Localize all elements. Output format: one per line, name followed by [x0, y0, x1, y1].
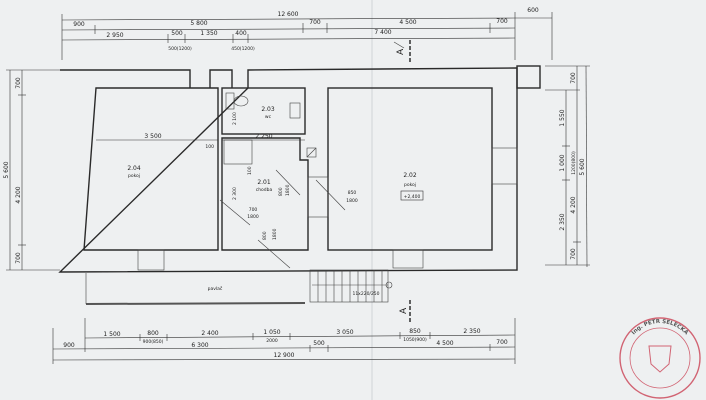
dim: 7 400 — [374, 29, 391, 36]
vent-icon — [306, 147, 317, 158]
room-2-04 — [83, 87, 219, 251]
stairs: 11x220/250 — [309, 269, 393, 303]
dim: 2 350 — [463, 328, 480, 335]
dim: 800 — [262, 231, 268, 240]
dim: 2 950 — [106, 32, 123, 39]
dim: 4 500 — [399, 19, 416, 26]
dim: 700 — [570, 248, 577, 260]
dim-top-overall: 12 600 — [278, 11, 299, 18]
dim: 500 — [313, 340, 325, 347]
official-stamp: Ing. PETR SELECKÁ — [619, 317, 701, 399]
shower — [223, 139, 253, 165]
dim-note: 900(850) — [143, 339, 164, 345]
section-mark-bottom: A — [399, 300, 411, 322]
dim: 1800 — [247, 214, 259, 220]
dim: 400 — [235, 30, 247, 37]
window — [491, 147, 518, 185]
dim: 4 200 — [15, 186, 22, 203]
room-name: wc — [265, 115, 272, 120]
coat-of-arms-icon — [648, 345, 672, 373]
building — [58, 65, 541, 273]
dim: 850 — [348, 190, 357, 196]
dim: 700 — [309, 19, 321, 26]
dim: 5 800 — [190, 20, 207, 27]
dim: 2 300 — [232, 187, 238, 200]
dim: 2 400 — [201, 330, 218, 337]
dim: 100 — [205, 144, 214, 150]
dim: 1800 — [272, 228, 278, 240]
dim: 4 200 — [570, 196, 577, 213]
room-name: chodba — [256, 187, 273, 193]
section-mark-top: A — [393, 40, 411, 64]
dim: 850 — [409, 328, 421, 335]
dim: 1 350 — [200, 30, 217, 37]
dim-right-overall: 5 600 — [579, 158, 586, 175]
dim: 4 500 — [436, 340, 453, 347]
left-dimensions: 5 600 700 4 200 700 — [3, 69, 60, 271]
room-number: 2.04 — [127, 165, 141, 172]
dim: 1 000 — [559, 154, 566, 171]
room-2-03 — [221, 87, 306, 135]
dim: 1800 — [285, 184, 291, 196]
dim: 2 250 — [255, 133, 272, 140]
dim-top-right: 600 — [527, 7, 539, 14]
sink-icon — [289, 102, 301, 119]
dim: 100 — [247, 166, 253, 175]
dim: 500 — [171, 30, 183, 37]
top-dimensions: 12 600 600 900 5 800 700 4 500 700 2 950… — [61, 7, 553, 60]
dim: 2 100 — [232, 112, 238, 125]
stairs-label: 11x220/250 — [352, 291, 379, 297]
room-number: 2.01 — [257, 179, 271, 186]
dim-note: 1050(900) — [403, 337, 427, 343]
dim: 1 050 — [263, 329, 280, 336]
toilet-icon — [225, 92, 235, 110]
dim-bottom-overall: 12 900 — [274, 352, 295, 359]
dim: 2 350 — [559, 213, 566, 230]
dim-note: 2000 — [266, 338, 278, 344]
dim: 800 — [278, 187, 284, 196]
dim: 800 — [147, 330, 159, 337]
section-label: A — [396, 48, 406, 55]
gallery-label: pavlač — [208, 285, 223, 292]
chimney — [516, 65, 541, 89]
dim: 3 500 — [144, 133, 161, 140]
dim-note: 1200(800) — [571, 151, 577, 175]
bottom-dimensions: 1 500 800 2 400 1 050 3 050 850 2 350 90… — [52, 318, 516, 364]
window — [392, 249, 424, 269]
dim: 700 — [15, 77, 22, 89]
level-box — [400, 190, 424, 201]
dim: 900 — [73, 21, 85, 28]
section-label: A — [399, 307, 409, 314]
right-dimensions: 700 1 550 1 000 2 350 700 1200(800) 4 20… — [545, 65, 590, 268]
dim: 700 — [496, 339, 508, 346]
dim-left-overall: 5 600 — [3, 161, 10, 178]
window — [137, 249, 165, 271]
dim: 1800 — [346, 198, 358, 204]
dim: 900 — [63, 342, 75, 349]
gallery: pavlač — [85, 273, 306, 305]
room-number: 2.02 — [403, 172, 417, 179]
room-name: pokoj — [128, 173, 140, 179]
room-name: pokoj — [404, 182, 416, 188]
dim-note: 500(1200) — [168, 46, 192, 52]
dim: 6 300 — [191, 342, 208, 349]
dim-note: 450(1200) — [231, 46, 255, 52]
dim: 1 550 — [559, 109, 566, 126]
dim: 700 — [15, 252, 22, 264]
room-2-02 — [327, 87, 493, 251]
door-opening — [307, 176, 329, 218]
dim: 700 — [249, 207, 258, 213]
dim: 1 500 — [103, 331, 120, 338]
dim: 700 — [570, 72, 577, 84]
level-mark: +2,400 — [404, 194, 421, 200]
room-number: 2.03 — [261, 106, 275, 113]
dim: 3 050 — [336, 329, 353, 336]
room-2-01 — [221, 137, 309, 251]
dim: 700 — [496, 18, 508, 25]
